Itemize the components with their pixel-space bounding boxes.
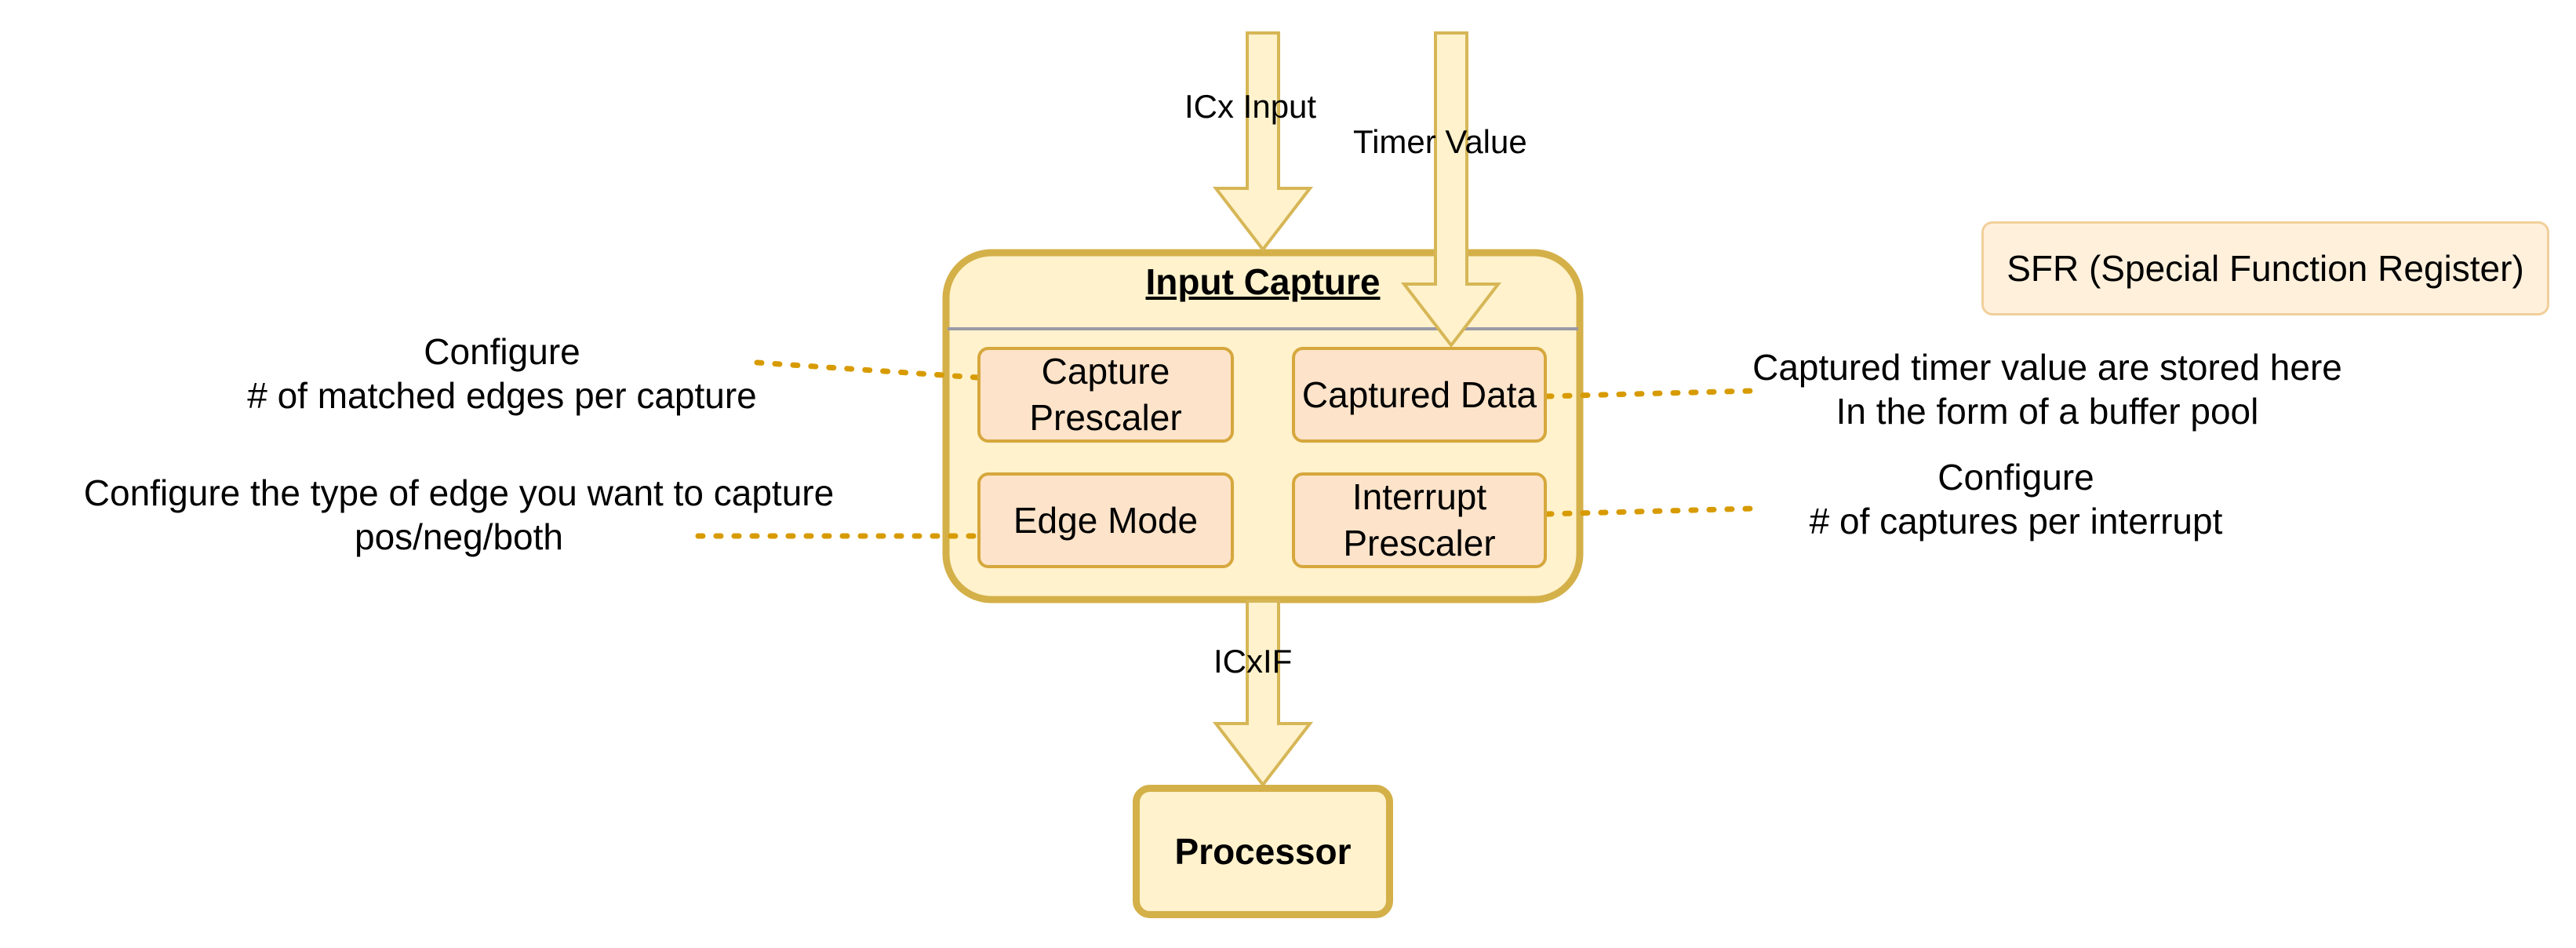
note-edge-mode: Configure the type of edge you want to c… xyxy=(83,472,835,558)
icxif-label: ICxIF xyxy=(1213,643,1293,680)
interrupt-prescaler-label: Interrupt Prescaler xyxy=(1343,476,1496,563)
input-capture-title: Input Capture xyxy=(1145,261,1381,302)
sfr-legend-label: SFR (Special Function Register) xyxy=(2007,248,2524,289)
icxif-arrow xyxy=(1212,600,1314,788)
note-captured-data: Captured timer value are stored here In … xyxy=(1752,347,2342,432)
processor-block: Processor xyxy=(1133,785,1393,918)
captured-data-block: Captured Data xyxy=(1292,347,1547,443)
icx-input-label: ICx Input xyxy=(1184,88,1317,125)
capture-prescaler-block: Capture Prescaler xyxy=(977,347,1234,443)
edge-mode-block: Edge Mode xyxy=(977,472,1234,568)
interrupt-prescaler-block: Interrupt Prescaler xyxy=(1292,472,1547,568)
processor-label: Processor xyxy=(1174,831,1352,872)
connector-capture-prescaler xyxy=(754,359,981,381)
note-capture-prescaler: Configure # of matched edges per capture xyxy=(247,331,757,417)
sfr-legend: SFR (Special Function Register) xyxy=(1981,221,2549,315)
connector-captured-data xyxy=(1544,388,1757,399)
timer-value-label: Timer Value xyxy=(1353,123,1527,160)
capture-prescaler-label: Capture Prescaler xyxy=(1029,351,1182,438)
timer-value-arrow xyxy=(1400,31,1502,348)
captured-data-label: Captured Data xyxy=(1301,374,1537,415)
connector-interrupt-prescaler xyxy=(1544,505,1757,517)
icx-input-arrow xyxy=(1212,31,1314,253)
edge-mode-label: Edge Mode xyxy=(1013,499,1199,541)
note-interrupt-prescaler: Configure # of captures per interrupt xyxy=(1809,457,2223,542)
